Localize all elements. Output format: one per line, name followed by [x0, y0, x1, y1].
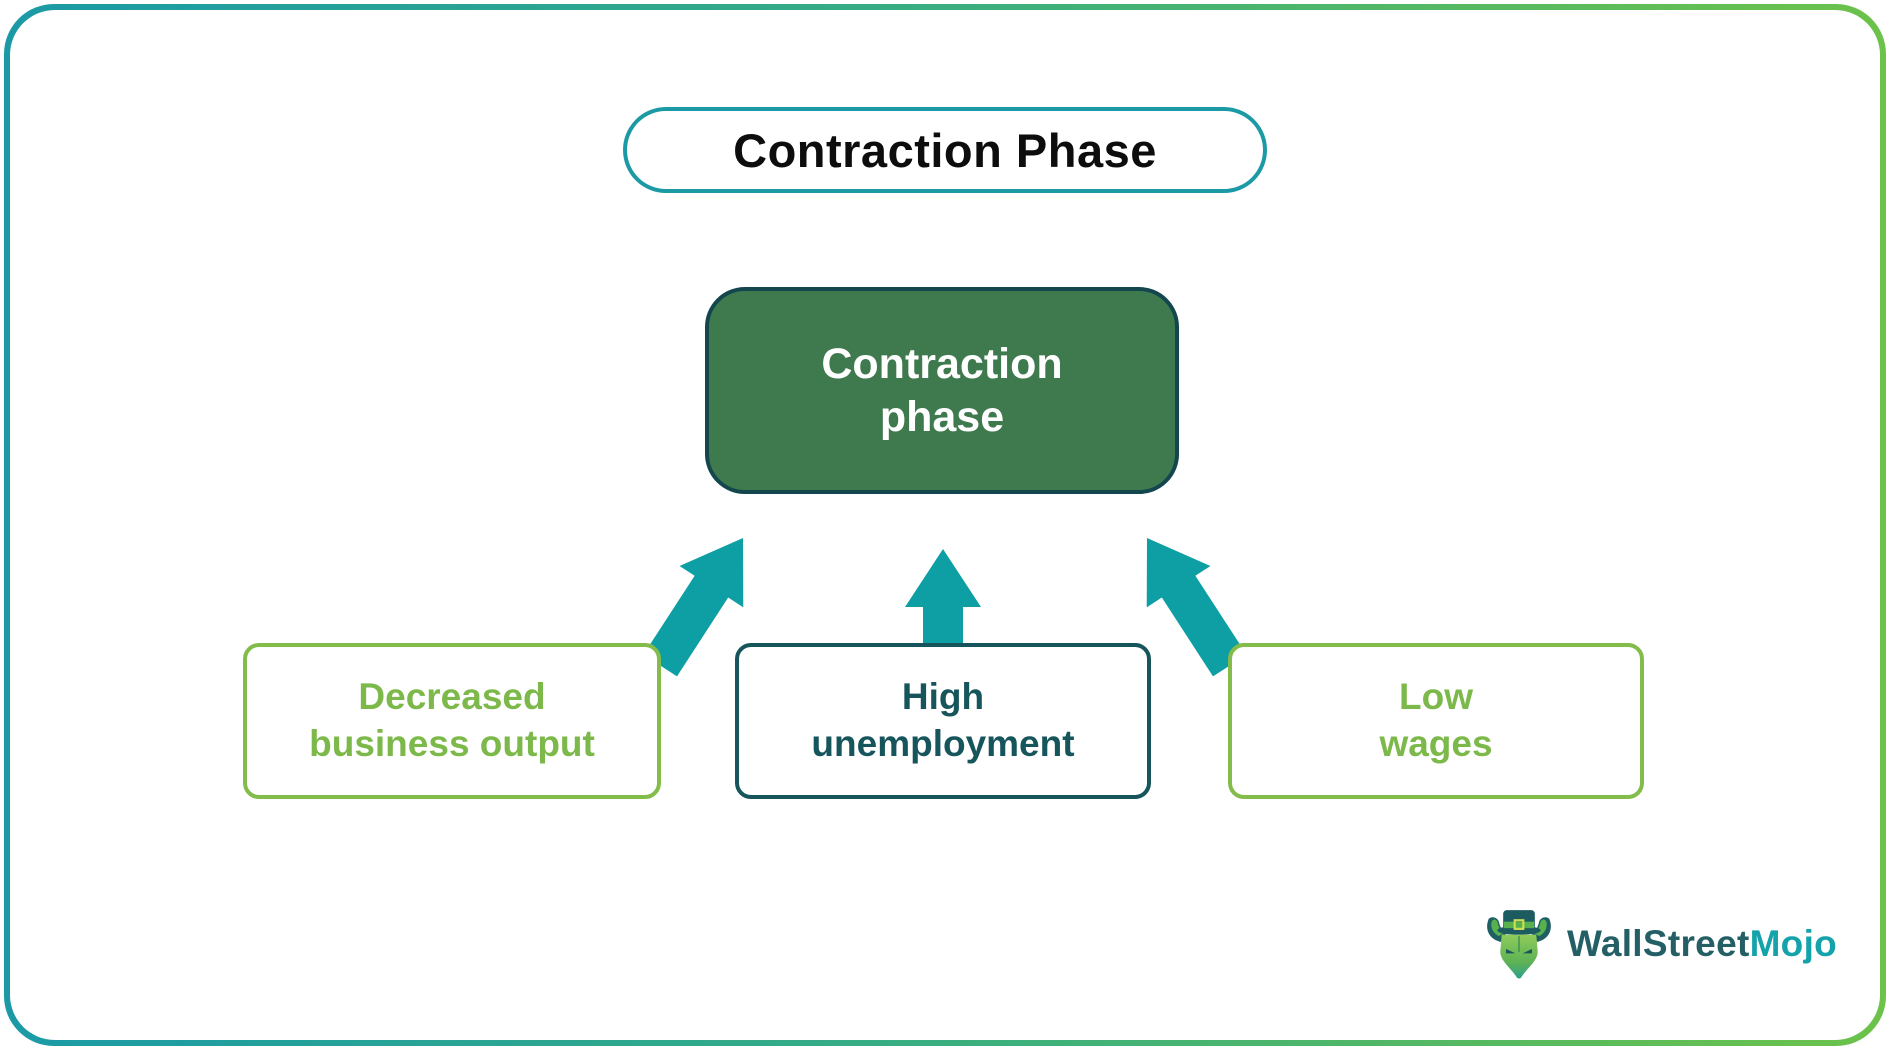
- brand-name: WallStreetMojo: [1567, 923, 1837, 965]
- cause-label-line1: High: [901, 676, 985, 718]
- center-node-label-line2: phase: [879, 392, 1005, 441]
- arrow-from-low-wages-icon: [1146, 538, 1247, 677]
- cause-label-line1: Low: [1399, 676, 1473, 718]
- arrow-from-high-unemployment-icon: [905, 549, 981, 659]
- node-decreased-business-output: Decreased business output: [243, 643, 661, 799]
- cause-label-line2: business output: [309, 723, 595, 764]
- node-high-unemployment: High unemployment: [735, 643, 1151, 799]
- node-low-wages: Low wages: [1228, 643, 1644, 799]
- diagram-title: Contraction Phase: [733, 123, 1157, 177]
- cause-label-line2: unemployment: [811, 723, 1075, 764]
- bull-mascot-icon: [1487, 910, 1551, 979]
- node-contraction-phase: Contraction phase: [705, 287, 1179, 494]
- cause-label-line2: wages: [1379, 723, 1493, 764]
- arrow-from-decreased-output-icon: [643, 538, 744, 677]
- center-node-label-line1: Contraction: [821, 340, 1063, 389]
- cause-label-line1: Decreased: [358, 676, 546, 718]
- brand-name-mojo: Mojo: [1749, 923, 1838, 964]
- wallstreetmojo-logo: WallStreetMojo: [1483, 903, 1837, 985]
- brand-name-wallstreet: WallStreet: [1567, 923, 1750, 964]
- diagram-title-pill: Contraction Phase: [623, 107, 1267, 193]
